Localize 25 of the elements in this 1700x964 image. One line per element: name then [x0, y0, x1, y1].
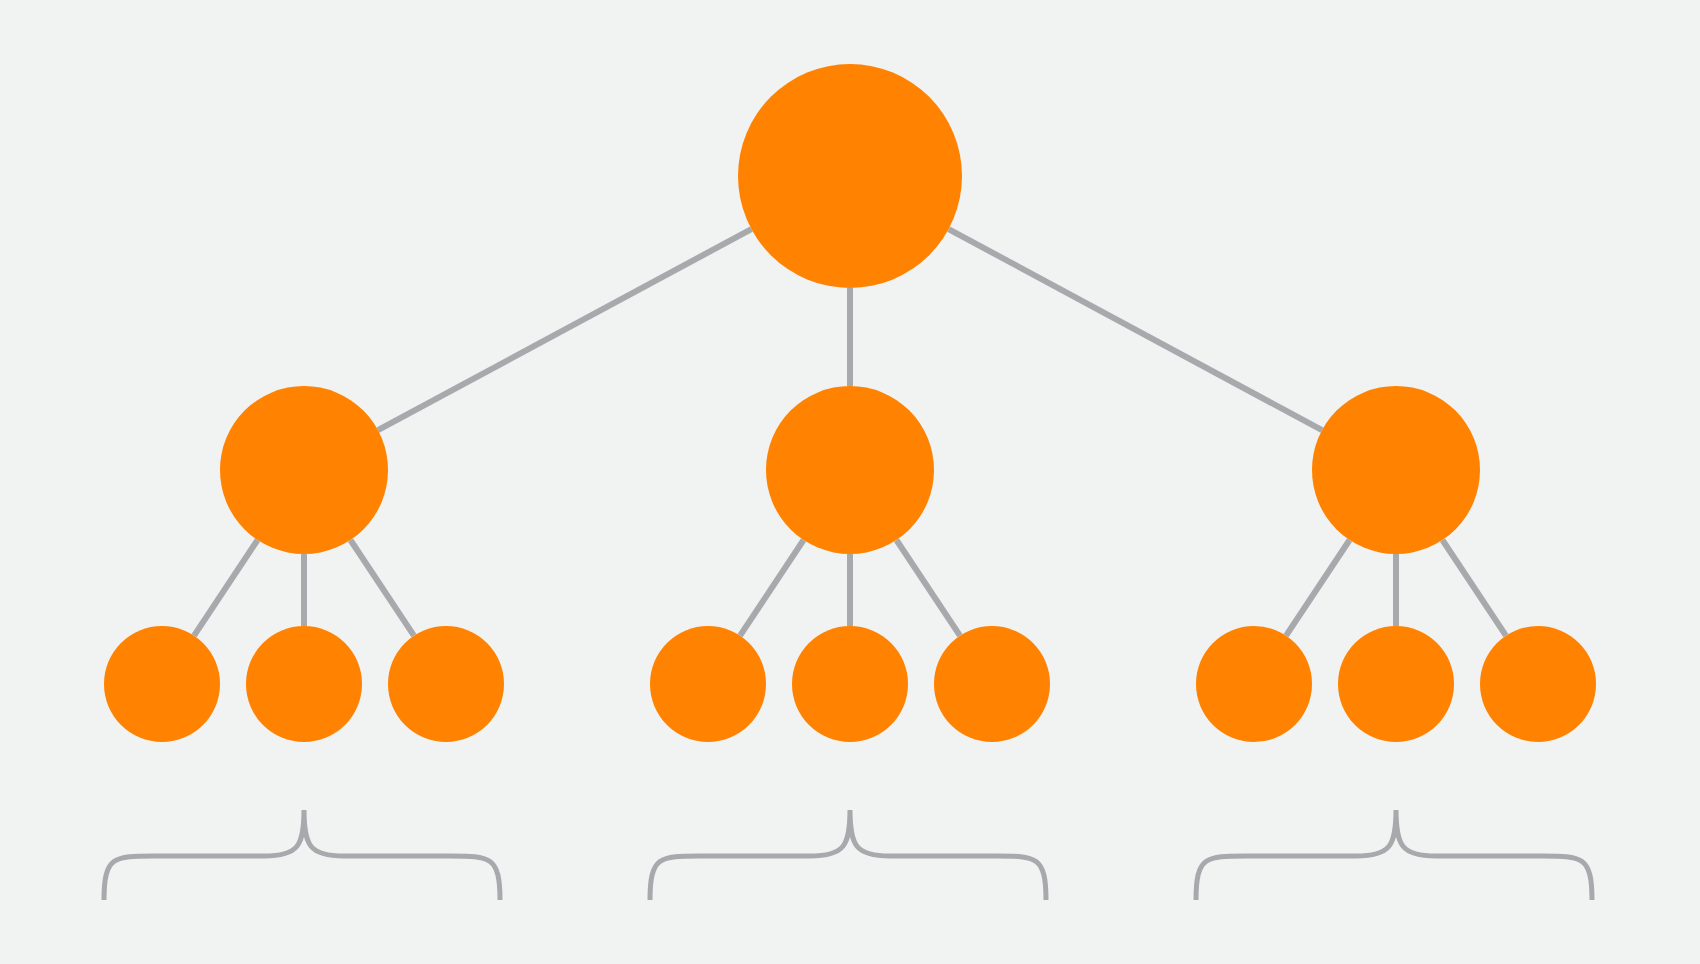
circle-node — [220, 386, 388, 554]
connector-line — [1283, 538, 1353, 638]
connector-line — [893, 538, 963, 638]
circle-node — [650, 626, 766, 742]
circle-node — [934, 626, 1050, 742]
circle-node — [792, 626, 908, 742]
connector-line — [301, 554, 307, 626]
circle-node — [1312, 386, 1480, 554]
circle-node — [1196, 626, 1312, 742]
connector-line — [847, 554, 853, 626]
connector-line — [191, 538, 261, 638]
connector-line — [376, 226, 753, 433]
circle-node — [246, 626, 362, 742]
circle-node — [388, 626, 504, 742]
circle-node — [1480, 626, 1596, 742]
circle-node — [766, 386, 934, 554]
connector-line — [737, 538, 807, 638]
connector-line — [847, 288, 853, 386]
connector-line — [947, 226, 1324, 433]
connector-line — [1393, 554, 1399, 626]
circle-node — [104, 626, 220, 742]
circle-node — [738, 64, 962, 288]
connector-line — [1439, 538, 1509, 638]
connector-line — [347, 538, 417, 638]
circle-node — [1338, 626, 1454, 742]
